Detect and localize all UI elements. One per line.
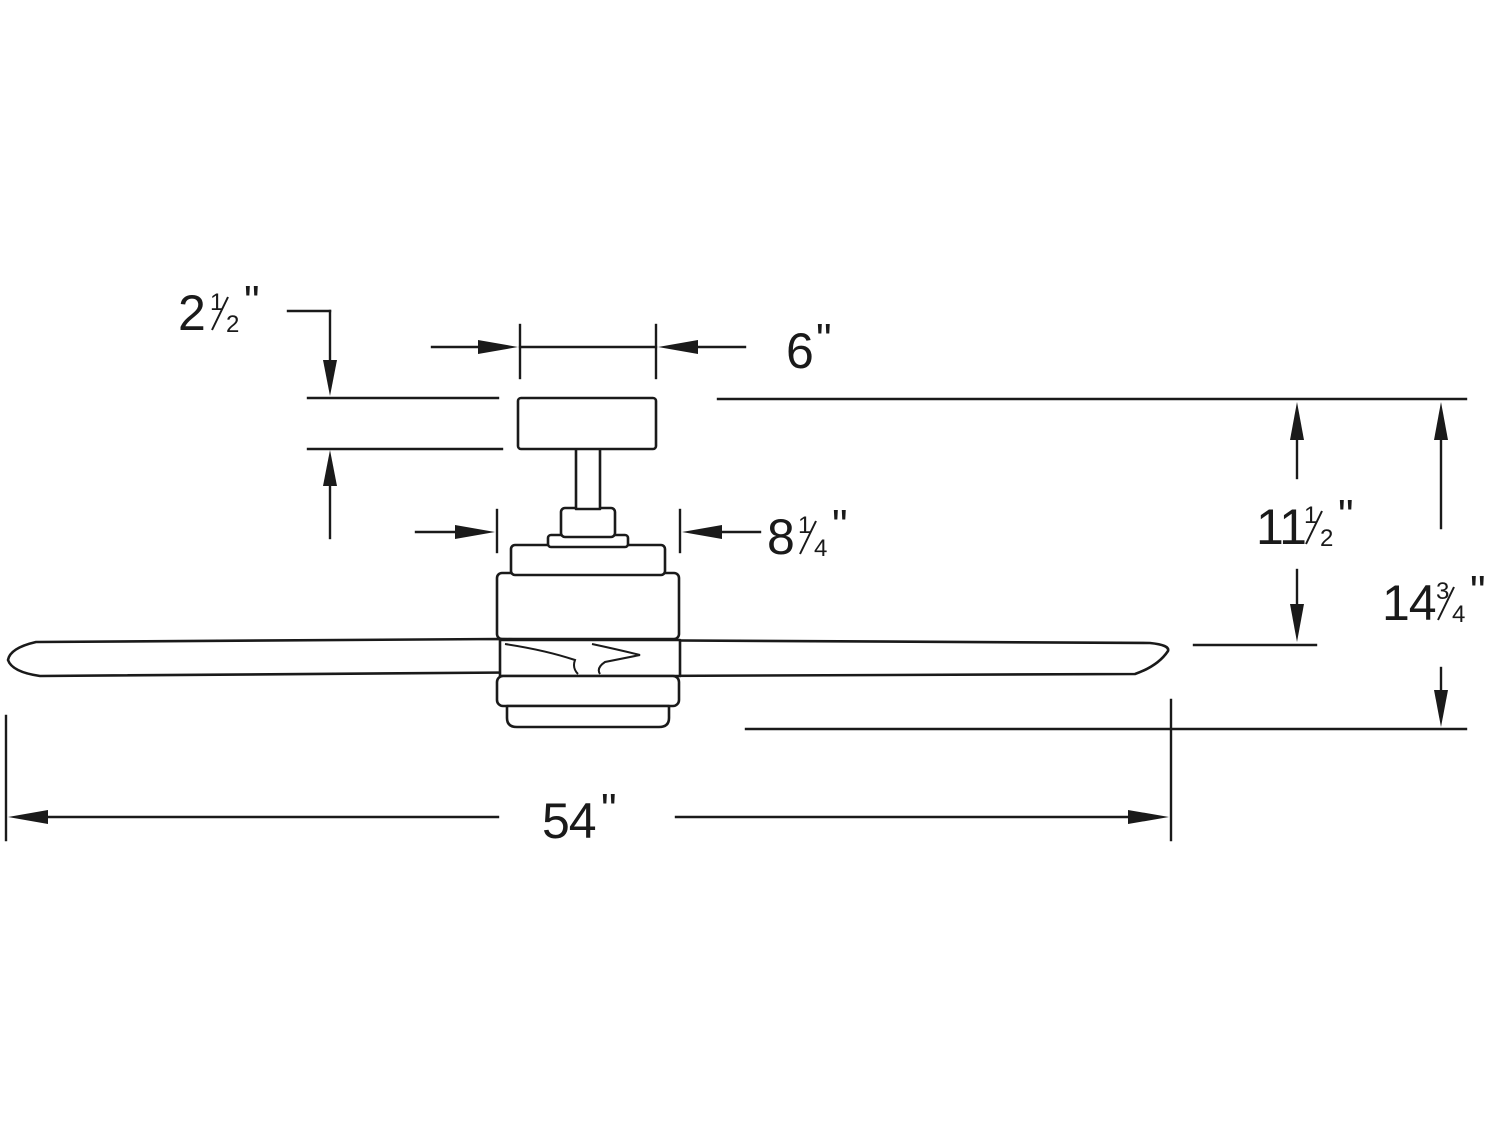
svg-text:4: 4 [814, 535, 827, 562]
dimension-ceiling-to-blade [716, 397, 1468, 647]
svg-text:4: 4 [1452, 601, 1465, 628]
downrod-collar [559, 506, 617, 539]
motor-cap [509, 543, 667, 577]
svg-text:": " [244, 277, 259, 326]
label-blade-span: 54 " [542, 785, 617, 849]
dimension-canopy-width [430, 323, 747, 380]
svg-text:6: 6 [786, 323, 813, 379]
dimension-motor-width [414, 508, 762, 554]
svg-text:2: 2 [1320, 525, 1333, 552]
dimension-canopy-height [286, 309, 504, 540]
svg-text:14: 14 [1382, 575, 1436, 631]
svg-text:11: 11 [1256, 499, 1306, 555]
svg-text:1: 1 [210, 289, 223, 316]
dimension-overall-height [744, 402, 1468, 731]
label-canopy-width: 6 " [786, 315, 832, 379]
svg-text:3: 3 [1436, 578, 1449, 605]
svg-text:": " [601, 785, 616, 834]
label-ceiling-to-blade: 11 1 2 " [1256, 491, 1354, 555]
canopy [516, 396, 658, 451]
light-kit-trim [495, 674, 681, 708]
label-canopy-height: 2 1 2 " [178, 277, 260, 341]
svg-text:": " [1470, 567, 1485, 616]
dimension-blade-span [4, 698, 1173, 842]
svg-text:": " [816, 315, 831, 364]
label-motor-width: 8 1 4 " [767, 501, 848, 565]
motor-housing [495, 571, 681, 641]
svg-text:8: 8 [767, 509, 794, 565]
label-overall-height: 14 3 4 " [1382, 567, 1486, 631]
fan-blade-left [6, 637, 587, 678]
fan-blade-right [588, 638, 1170, 678]
blade-iron [498, 638, 682, 678]
svg-text:": " [832, 501, 847, 550]
svg-text:": " [1338, 491, 1353, 540]
svg-text:1: 1 [1304, 502, 1317, 529]
light-kit-lens [505, 704, 671, 729]
downrod [574, 446, 602, 511]
svg-text:1: 1 [798, 512, 811, 539]
svg-text:54: 54 [542, 793, 596, 849]
ceiling-fan-illustration [6, 396, 1170, 729]
svg-text:2: 2 [226, 311, 239, 338]
svg-text:2: 2 [178, 285, 205, 341]
